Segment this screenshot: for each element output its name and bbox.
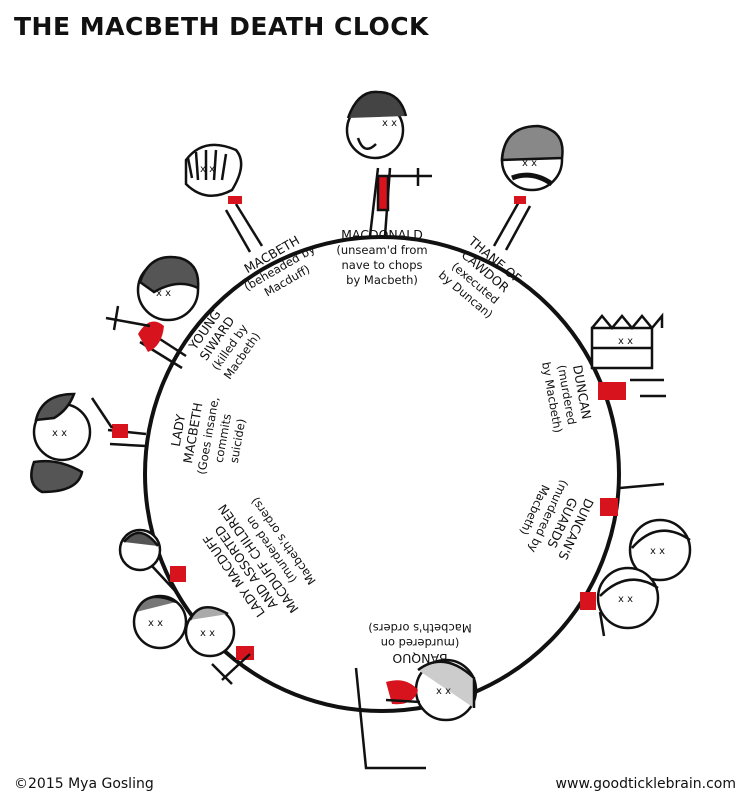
svg-text:x x: x x [52,428,67,439]
svg-text:x x: x x [650,546,665,557]
svg-text:x x: x x [148,618,163,629]
duncan-figure: x x [590,312,666,400]
macdonald-figure: x x [345,90,432,237]
page-title: THE MACBETH DEATH CLOCK [14,12,429,41]
death-label-banquo: BANQUO (murdered on Macbeth's orders) [368,621,471,666]
svg-text:LADY: LADY [168,413,188,448]
svg-text:MACDONALD: MACDONALD [341,227,423,242]
clock-face [143,235,621,713]
svg-text:x x: x x [618,336,633,347]
svg-text:x x: x x [156,288,171,299]
death-label-lady-macbeth: LADY MACBETH (Goes insane, commits suici… [168,396,249,476]
svg-text:x x: x x [382,118,397,129]
thane-of-cawdor-figure: x x [492,124,564,251]
macbeth-figure: x x [184,143,264,253]
svg-text:Macbeth's orders): Macbeth's orders) [368,621,471,635]
svg-text:BANQUO: BANQUO [392,651,447,666]
copyright-credit: ©2015 Mya Gosling [14,776,154,792]
svg-text:nave to chops: nave to chops [341,258,422,272]
svg-text:(unseam'd from: (unseam'd from [336,243,427,257]
death-label-duncan: DUNCAN (murdered by Macbeth) [539,361,594,434]
lady-macduff-and-children-figures: x x x x [118,528,254,685]
death-label-young-siward: YOUNG SIWARD (killed by Macbeth) [185,307,263,382]
young-siward-figure: x x [105,255,200,370]
lady-macbeth-figure: x x [30,392,147,494]
website-link[interactable]: www.goodticklebrain.com [555,776,736,792]
svg-text:x x: x x [618,594,633,605]
svg-text:x x: x x [200,628,215,639]
death-label-macbeth: MACBETH (beheaded by Macduff) [241,232,317,299]
svg-text:(murdered on: (murdered on [381,636,460,650]
svg-text:by Macbeth): by Macbeth) [346,273,418,287]
banquo-figure: x x [354,658,478,770]
svg-text:x x: x x [200,164,215,175]
svg-text:x x: x x [522,158,537,169]
duncans-guards-figures: x x x x [580,482,692,637]
death-label-duncans-guards: DUNCAN'S GUARDS (murdered by Macbeth) [517,478,597,563]
svg-text:x x: x x [436,686,451,697]
death-label-macdonald: MACDONALD (unseam'd from nave to chops b… [336,227,427,287]
